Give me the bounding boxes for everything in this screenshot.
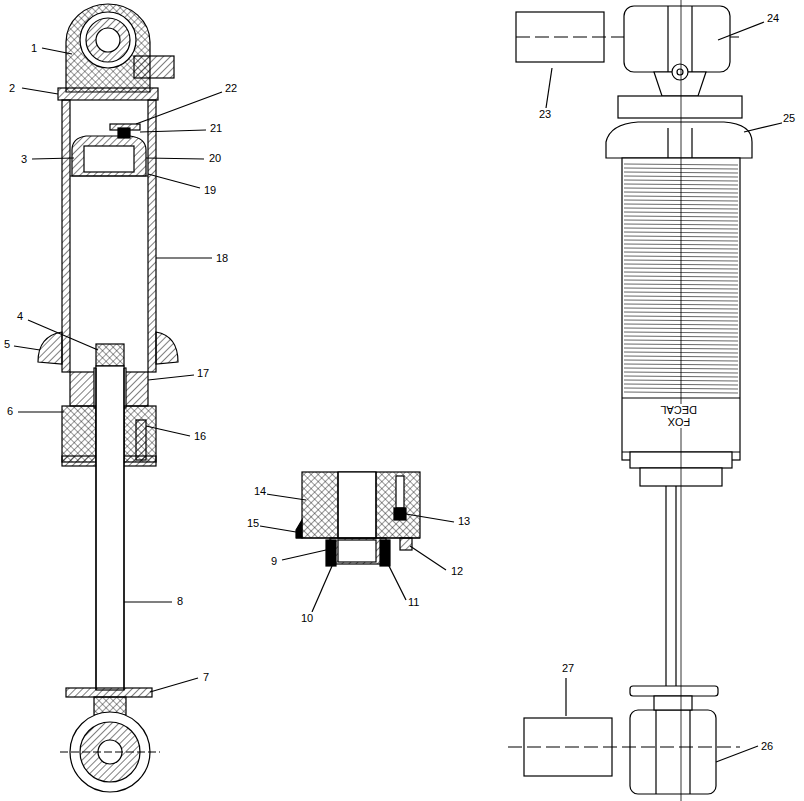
callout-number: 19 [203, 184, 217, 196]
callout-number: 16 [193, 430, 207, 442]
callout-number: 20 [208, 152, 222, 164]
callout-number: 8 [176, 595, 184, 607]
callout-number: 15 [246, 517, 260, 529]
callout-number: 10 [300, 612, 314, 624]
callout-number: 13 [457, 515, 471, 527]
callout-number: 6 [6, 405, 14, 417]
callout-number: 27 [561, 662, 575, 674]
callout-number: 5 [3, 338, 11, 350]
callout-number: 12 [450, 565, 464, 577]
callout-number: 18 [215, 252, 229, 264]
callout-number: 4 [16, 310, 24, 322]
callout-number: 25 [782, 112, 796, 124]
decal-text: FOX DECAL [660, 404, 698, 428]
callout-number: 1 [30, 42, 38, 54]
callout-number: 7 [202, 671, 210, 683]
callout-number: 2 [8, 82, 16, 94]
callout-number: 24 [766, 12, 780, 24]
callout-number: 26 [760, 740, 774, 752]
callout-number: 14 [253, 485, 267, 497]
callout-number: 11 [407, 596, 420, 608]
callout-number: 22 [224, 82, 238, 94]
callout-number: 21 [209, 122, 223, 134]
callout-number: 9 [270, 555, 278, 567]
callout-number: 23 [538, 108, 552, 120]
callout-number: 3 [20, 153, 28, 165]
callout-number: 17 [196, 367, 210, 379]
